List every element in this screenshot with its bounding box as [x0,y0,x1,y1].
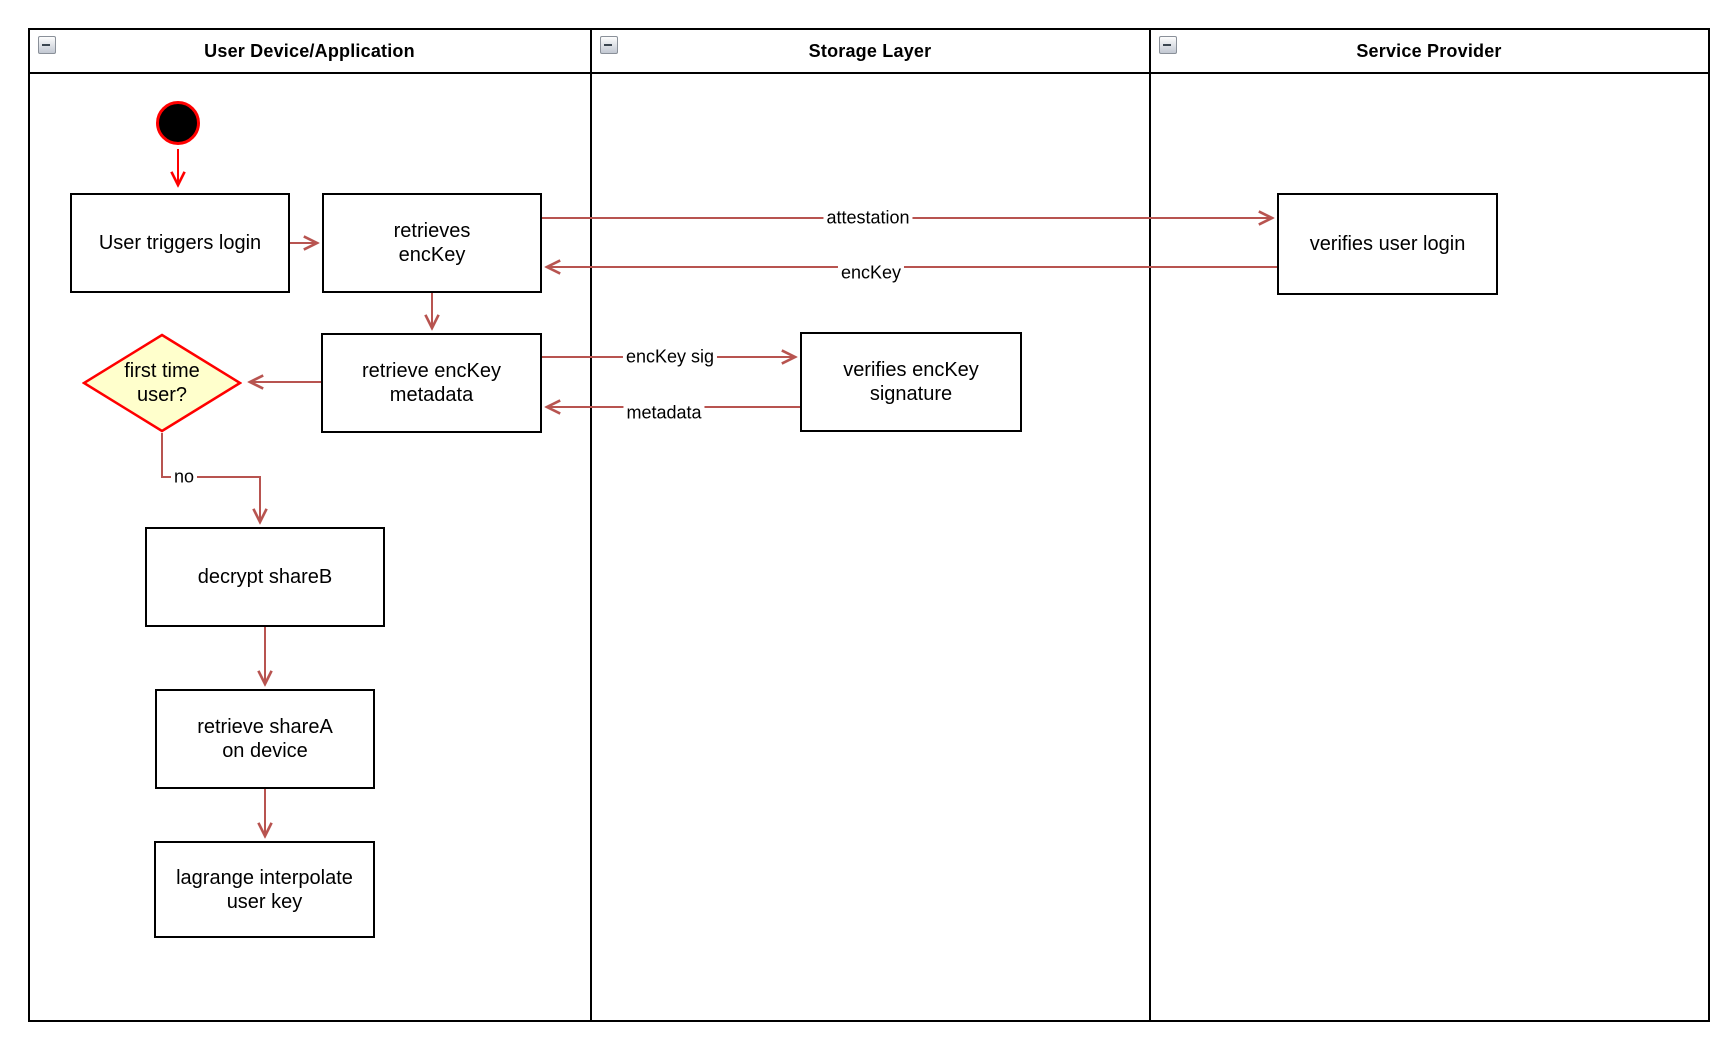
collapse-minus-icon[interactable] [600,36,618,54]
decision-diamond-shape [82,333,242,433]
edge-label-metadata[interactable]: metadata [623,402,705,424]
node-label: verifies encKey signature [843,359,979,405]
node-label: verifies user login [1309,233,1466,255]
node-verifies-enckey-signature[interactable]: verifies encKey signature [800,332,1022,432]
node-user-triggers-login[interactable]: User triggers login [70,193,290,293]
node-retrieve-enckey-metadata[interactable]: retrieve encKey metadata [321,333,542,433]
lane-title-service-provider: Service Provider [1356,40,1502,61]
node-label: retrieve shareA on device [197,716,333,762]
edge-label-enckey[interactable]: encKey [837,262,905,284]
node-retrieve-sharea-on-device[interactable]: retrieve shareA on device [155,689,375,789]
decision-first-time-user[interactable]: first time user? [82,333,242,433]
collapse-minus-icon[interactable] [1159,36,1177,54]
lane-header-service-provider[interactable]: Service Provider [1151,30,1707,72]
edge-label-attestation[interactable]: attestation [823,207,913,229]
lane-title-user-device: User Device/Application [204,40,415,61]
lane-header-storage-layer[interactable]: Storage Layer [592,30,1148,72]
node-retrieves-enckey[interactable]: retrieves encKey [322,193,542,293]
node-verifies-user-login[interactable]: verifies user login [1277,193,1498,295]
edge-label-enckey-sig[interactable]: encKey sig [622,346,718,368]
node-decrypt-shareb[interactable]: decrypt shareB [145,527,385,627]
edge-label-no[interactable]: no [170,466,198,488]
node-label: decrypt shareB [197,566,333,588]
lane-divider-1 [590,28,592,1022]
lane-header-user-device[interactable]: User Device/Application [30,30,589,72]
node-label: lagrange interpolate user key [176,866,353,913]
node-label: retrieves encKey [393,220,471,266]
lane-title-storage-layer: Storage Layer [808,40,932,61]
node-lagrange-interpolate-user-key[interactable]: lagrange interpolate user key [154,841,375,938]
lane-header-separator [28,72,1710,74]
node-label: retrieve encKey metadata [362,360,501,406]
lane-divider-2 [1149,28,1151,1022]
node-label: User triggers login [98,232,262,254]
start-node[interactable] [156,101,200,145]
decision-label: first time user? [124,360,200,406]
collapse-minus-icon[interactable] [38,36,56,54]
